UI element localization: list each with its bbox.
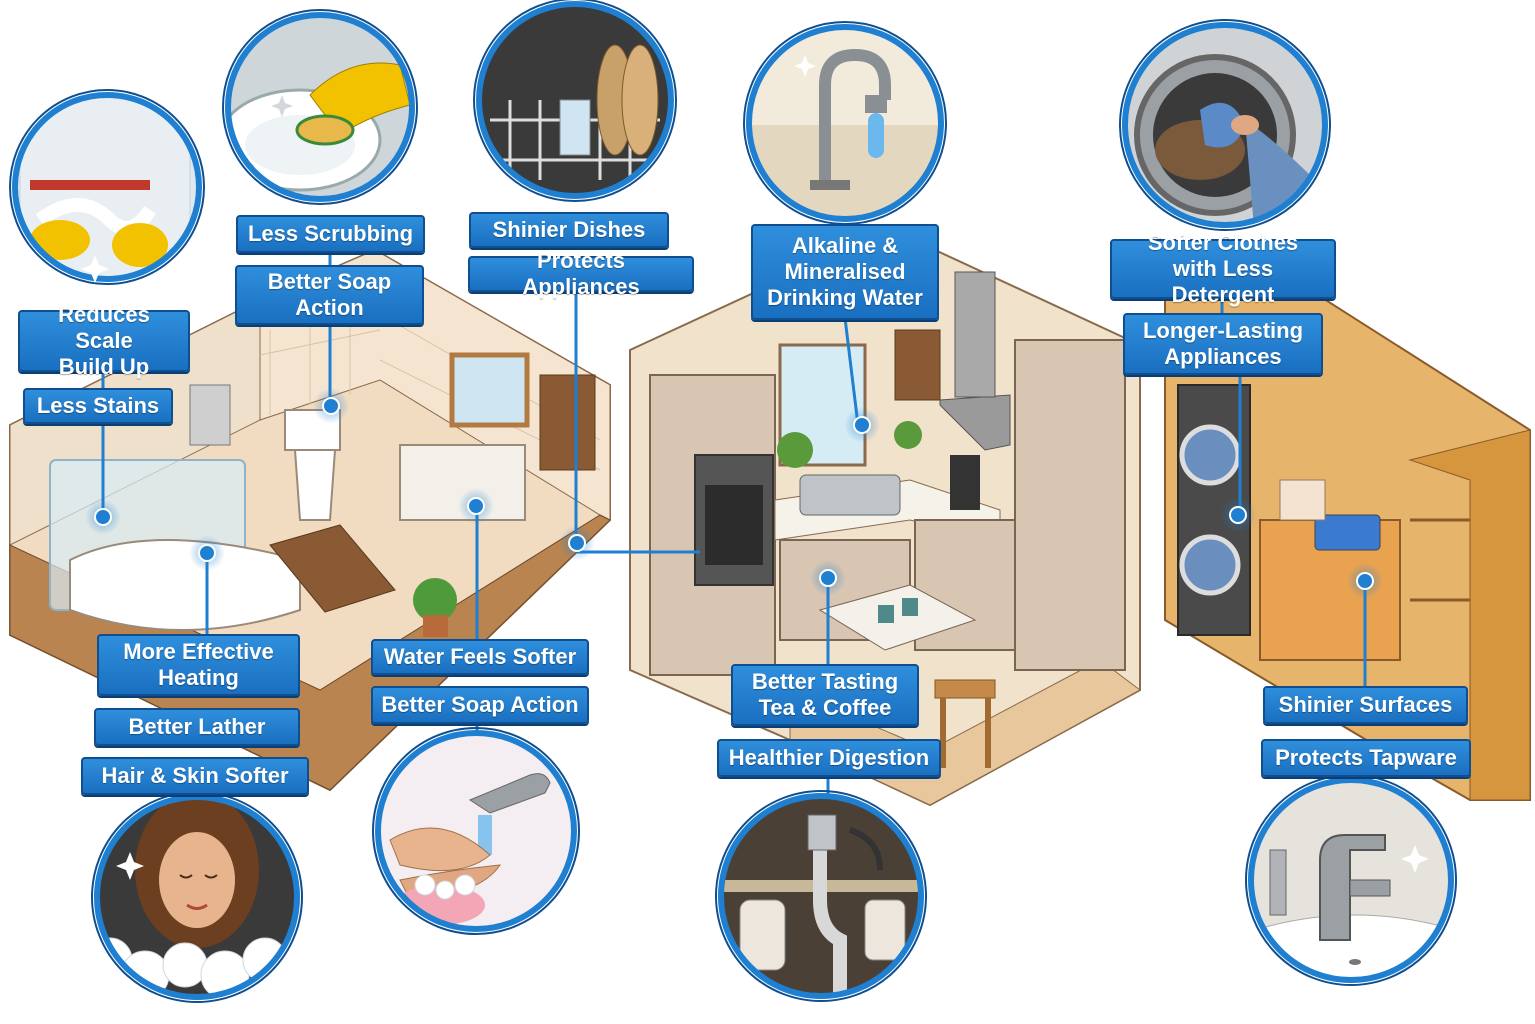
sink-scrubbing-vignette xyxy=(222,9,418,205)
bathroom-mirror xyxy=(449,352,530,428)
label-alkaline-water: Alkaline & Mineralised Drinking Water xyxy=(751,224,939,320)
under-sink-filter-vignette xyxy=(715,790,927,1002)
laundry-sink xyxy=(1314,514,1381,551)
label-less-scrubbing: Less Scrubbing xyxy=(236,215,425,253)
washing-machine-vignette xyxy=(1119,19,1331,231)
label-longer-lasting: Longer-Lasting Appliances xyxy=(1123,313,1323,375)
range-hood xyxy=(939,394,1011,451)
label-more-effective-heating: More Effective Heating xyxy=(97,634,300,696)
shower-scrubbing-vignette xyxy=(9,89,205,285)
towel-rail xyxy=(189,384,231,446)
wall-picture xyxy=(894,329,941,401)
label-softer-clothes: Softer Clothes with Less Detergent xyxy=(1110,230,1336,307)
kitchen-table xyxy=(818,584,977,651)
label-better-tasting: Better Tasting Tea & Coffee xyxy=(731,664,919,726)
relaxing-bath-vignette xyxy=(91,791,303,1003)
label-shinier-dishes: Shinier Dishes xyxy=(469,212,669,248)
sparkles xyxy=(81,55,1429,880)
label-better-soap-action-bathroom: Better Soap Action xyxy=(235,265,424,325)
hand-washing-vignette xyxy=(372,727,580,935)
label-protects-tapware: Protects Tapware xyxy=(1261,739,1471,777)
label-less-stains: Less Stains xyxy=(23,388,173,424)
label-shinier-surfaces: Shinier Surfaces xyxy=(1263,686,1468,724)
folded-towels xyxy=(1279,479,1326,521)
window-blind xyxy=(539,374,596,471)
dishwasher-vignette xyxy=(473,0,677,202)
glow-points xyxy=(85,388,1383,599)
plant xyxy=(413,578,457,622)
label-water-feels-softer: Water Feels Softer xyxy=(371,639,589,675)
fridge-cabinet xyxy=(1014,339,1126,671)
bathtub xyxy=(69,539,301,631)
bath-mat xyxy=(269,524,396,613)
label-healthier-digestion: Healthier Digestion xyxy=(717,739,941,777)
label-better-soap-action-basin: Better Soap Action xyxy=(371,686,589,724)
label-protects-appliances: Protects Appliances xyxy=(468,248,694,299)
kitchen-sink xyxy=(799,474,901,516)
drinking-tap-vignette xyxy=(743,21,947,225)
chrome-tap-vignette xyxy=(1245,774,1457,986)
stool xyxy=(934,679,996,699)
label-reduces-scale: Reduces Scale Build Up xyxy=(18,302,190,379)
label-better-lather: Better Lather xyxy=(94,708,300,746)
coffee-machine xyxy=(950,455,980,510)
label-hair-skin-softer: Hair & Skin Softer xyxy=(81,757,309,795)
